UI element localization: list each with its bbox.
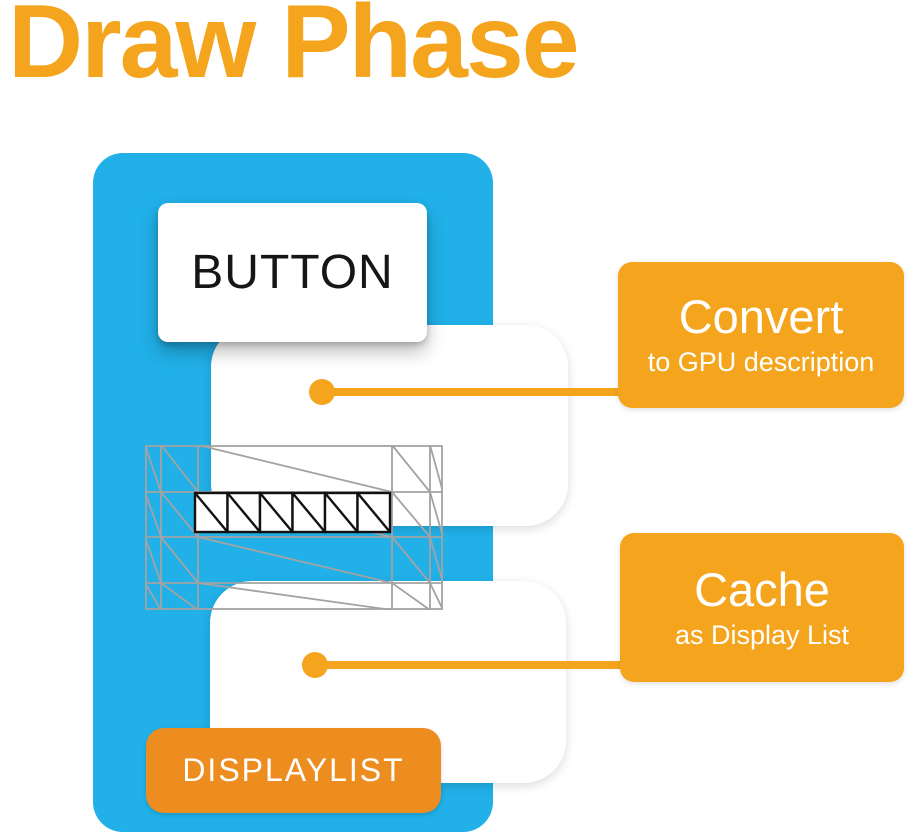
connector-dot-icon-convert <box>309 379 335 405</box>
down-arrow-icon-2 <box>281 632 303 710</box>
displaylist-node: DISPLAYLIST <box>146 728 441 813</box>
cache-callout-subtitle: as Display List <box>674 619 850 650</box>
mesh-wireframe-graphic <box>144 444 444 611</box>
button-widget: BUTTON <box>158 203 427 342</box>
down-arrow-icon-1 <box>282 373 304 416</box>
page-title: Draw Phase <box>8 0 580 100</box>
connector-line-cache <box>315 661 620 669</box>
mesh-wireframe-icon <box>144 444 444 611</box>
button-widget-label: BUTTON <box>191 246 394 299</box>
cache-callout: Cache as Display List <box>620 533 904 682</box>
convert-callout-title: Convert <box>678 290 844 344</box>
connector-line-convert <box>322 388 620 396</box>
cache-callout-title: Cache <box>694 562 830 616</box>
displaylist-label: DISPLAYLIST <box>182 752 405 788</box>
convert-callout-subtitle: to GPU description <box>647 347 875 378</box>
convert-callout: Convert to GPU description <box>618 262 904 408</box>
connector-dot-icon-cache <box>302 652 328 678</box>
